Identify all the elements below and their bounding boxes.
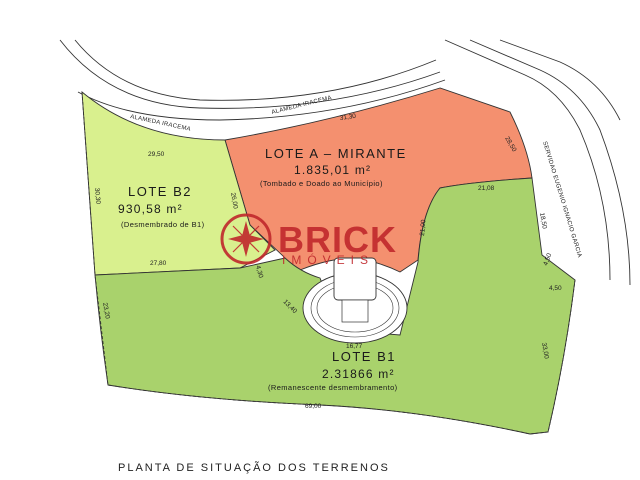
lot-a-area: 1.835,01 m² [294,163,371,177]
dimension-label: 31,30 [339,113,356,122]
brand-sub: IMÓVEIS [282,252,374,267]
dimension-label: 4,30 [254,265,264,279]
dimension-label: 29,50 [148,151,165,158]
road-edge-4 [444,39,611,281]
road-edge-5 [469,39,631,286]
dimension-label: 21,00 [419,219,427,236]
road-lines [59,39,631,286]
lot-b2-shape [81,90,276,276]
lot-b2-note: (Desmembrado de B1) [121,220,205,229]
dimension-label: 27,80 [150,260,167,267]
dimension-label: 21,08 [478,185,495,192]
dimension-label: 18,50 [538,212,548,230]
lookout-feature [302,257,408,344]
plan-title: PLANTA DE SITUAÇÃO DOS TERRENOS [118,461,390,474]
road-label-3: SERVIDAO EUGENIO IGNACIO GARCIA [541,141,582,259]
lot-b1-name: LOTE B1 [332,349,396,364]
road-label-2: ALAMEDA IRACEMA [271,95,332,116]
dimension-label: 69,00 [305,403,322,410]
road-edge-1 [59,39,441,109]
dimension-label: 23,20 [101,302,111,320]
road-edge-6 [499,39,621,121]
lot-a-note: (Tombado e Doado ao Município) [260,179,383,188]
lot-b1-area: 2.31866 m² [322,367,395,381]
dimension-label: 16,77 [346,343,363,350]
dimension-label: 26,00 [229,192,239,210]
lot-b2-name: LOTE B2 [128,184,192,199]
compass-icon [220,213,272,265]
dimension-label: 33,00 [540,342,550,360]
lot-b1-note: (Remanescente desmembramento) [268,383,398,392]
dimension-label: 4,50 [542,252,553,267]
lot-a-name: LOTE A – MIRANTE [265,146,407,161]
brand-watermark: BRICK IMÓVEIS [220,213,397,267]
dimension-label: 4,50 [549,285,562,292]
lot-b2-area: 930,58 m² [118,202,183,216]
road-edge-3 [77,79,446,121]
dimension-label: 30,30 [93,188,101,205]
road-edge-2 [74,39,437,101]
brand-name: BRICK [278,219,397,260]
